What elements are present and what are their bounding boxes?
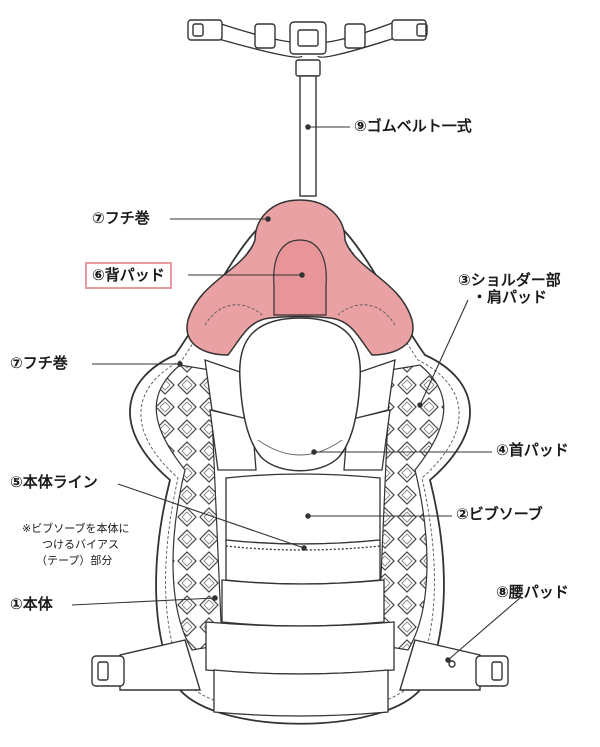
shoulder-strips <box>204 359 396 471</box>
label-shoulder-pad: ③ショルダー部 ・肩パッド <box>458 271 561 307</box>
label-waist-pad: ⑧腰パッド <box>496 583 569 601</box>
label-shoulder-pad-line1: ③ショルダー部 <box>458 271 561 289</box>
label-body: ①本体 <box>10 595 53 613</box>
lattice-side-panels <box>155 364 445 651</box>
label-bias-note: ※ビブソーブを本体に つけるバイアス （テープ）部分 <box>22 521 130 569</box>
leader-lines <box>71 124 521 663</box>
neck-pad <box>238 317 362 472</box>
label-neck-pad: ④首パッド <box>496 441 569 459</box>
label-edge-wrap-side: ⑦フチ巻 <box>10 354 68 372</box>
label-back-pad: ⑥背パッド <box>85 262 172 290</box>
label-shoulder-pad-line2: ・肩パッド <box>472 288 548 307</box>
waist-straps <box>91 639 509 691</box>
label-edge-wrap-top: ⑦フチ巻 <box>92 209 150 227</box>
label-bias-note-line1: ※ビブソーブを本体に <box>22 522 130 535</box>
back-pad <box>186 199 414 356</box>
label-bias-note-line3: （テープ）部分 <box>36 553 113 567</box>
label-rubber-belt: ⑨ゴムベルト一式 <box>354 117 472 135</box>
rubber-belt-assembly <box>187 19 428 197</box>
bib-sorb-bands <box>205 473 395 717</box>
label-body-line: ⑤本体ライン <box>10 473 98 491</box>
label-bib-sorb: ②ビブソーブ <box>456 505 543 523</box>
label-bias-note-line2: つけるバイアス <box>42 537 119 551</box>
